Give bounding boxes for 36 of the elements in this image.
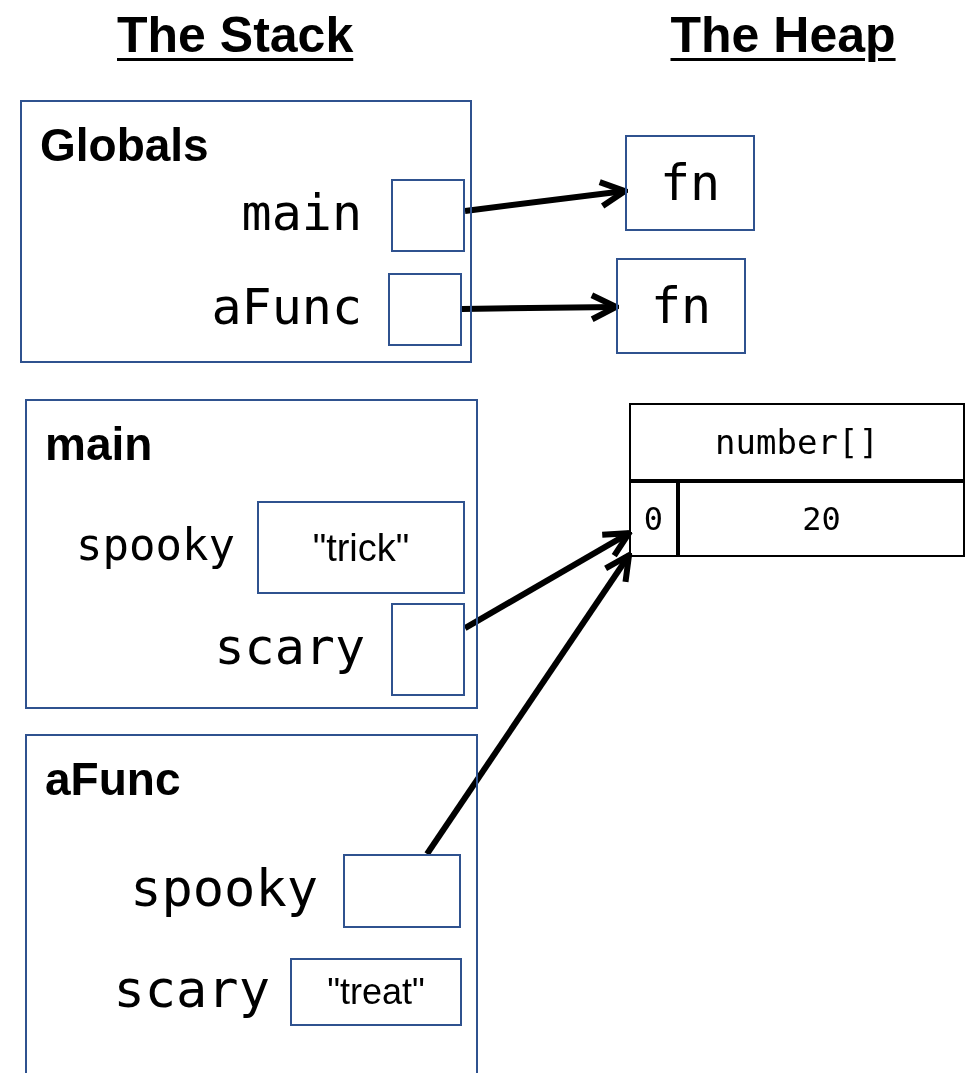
array-header: number[] bbox=[631, 405, 963, 481]
type-label: fn bbox=[650, 281, 712, 331]
array-object bbox=[629, 403, 965, 557]
variable-slot bbox=[257, 501, 465, 594]
variable-name: main bbox=[241, 188, 362, 238]
frame-title: aFunc bbox=[45, 756, 181, 802]
cell-value: 0 bbox=[643, 503, 664, 535]
section-heading: The Heap bbox=[670, 8, 896, 63]
stack-frame bbox=[25, 734, 478, 1073]
function-object bbox=[625, 135, 755, 231]
frame-title: Globals bbox=[40, 122, 209, 168]
string-value: "trick" bbox=[312, 528, 410, 567]
stack-frame bbox=[25, 399, 478, 709]
function-object bbox=[616, 258, 746, 354]
variable-slot bbox=[391, 603, 465, 696]
variable-name: spooky bbox=[76, 523, 235, 568]
array-cell bbox=[629, 481, 678, 557]
type-label: fn bbox=[659, 158, 721, 208]
variable-slot bbox=[388, 273, 462, 346]
array-cell bbox=[678, 481, 965, 557]
string-value: "treat" bbox=[327, 974, 425, 1010]
section-heading: The Stack bbox=[117, 8, 354, 63]
arrow bbox=[424, 552, 632, 856]
frame-title: main bbox=[45, 421, 153, 467]
variable-name: spooky bbox=[130, 862, 318, 915]
variable-name: scary bbox=[214, 622, 365, 672]
variable-slot bbox=[290, 958, 462, 1026]
variable-name: scary bbox=[113, 963, 270, 1016]
stack-frame bbox=[20, 100, 472, 363]
arrow bbox=[461, 292, 619, 323]
cell-value: 20 bbox=[802, 503, 841, 535]
variable-slot bbox=[391, 179, 465, 252]
variable-name: aFunc bbox=[211, 282, 362, 332]
arrow bbox=[463, 530, 632, 631]
variable-slot bbox=[343, 854, 461, 928]
arrow bbox=[464, 179, 628, 214]
